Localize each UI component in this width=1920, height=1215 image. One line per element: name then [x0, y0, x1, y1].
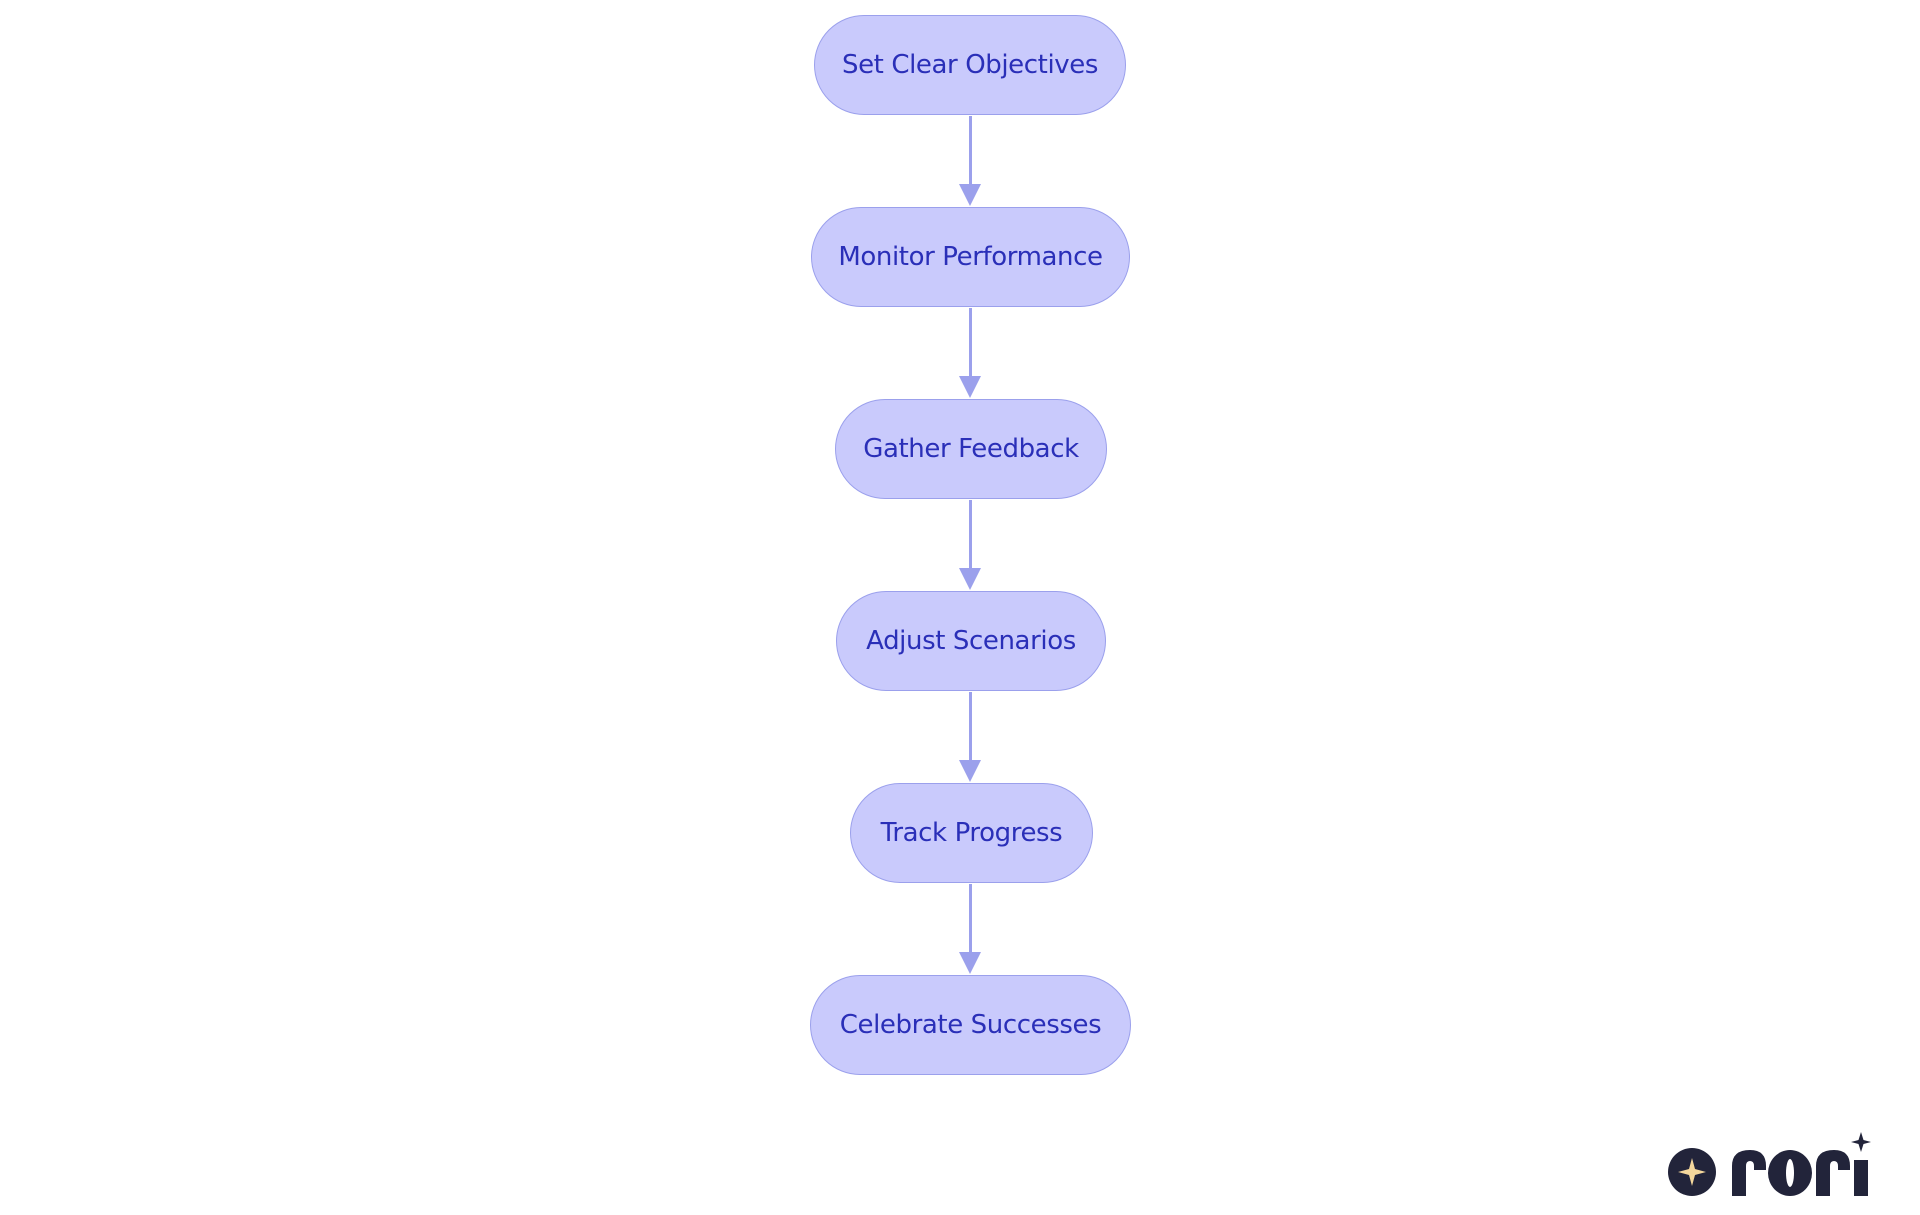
rori-logo: [1668, 1132, 1871, 1196]
arrow-head-icon: [959, 760, 981, 782]
arrow-head-icon: [959, 376, 981, 398]
node-label: Track Progress: [880, 818, 1063, 848]
flow-node-track-progress: Track Progress: [850, 783, 1093, 883]
node-label: Set Clear Objectives: [841, 50, 1099, 80]
node-label: Monitor Performance: [838, 242, 1103, 272]
node-label: Celebrate Successes: [839, 1010, 1102, 1040]
flow-node-set-clear-objectives: Set Clear Objectives: [814, 15, 1126, 115]
flow-arrow-line: [969, 116, 972, 184]
arrow-head-icon: [959, 568, 981, 590]
flow-arrow-line: [969, 500, 972, 568]
sparkle-icon: [1851, 1132, 1871, 1152]
sparkle-icon: [1678, 1158, 1706, 1186]
flow-node-gather-feedback: Gather Feedback: [835, 399, 1107, 499]
arrow-head-icon: [959, 184, 981, 206]
flow-node-celebrate-successes: Celebrate Successes: [810, 975, 1131, 1075]
flow-node-monitor-performance: Monitor Performance: [811, 207, 1130, 307]
flow-arrow-line: [969, 884, 972, 952]
flow-arrow-line: [969, 308, 972, 376]
flow-node-adjust-scenarios: Adjust Scenarios: [836, 591, 1106, 691]
node-label: Gather Feedback: [863, 434, 1079, 464]
logo-letter: [1732, 1150, 1766, 1196]
flow-arrow-line: [969, 692, 972, 760]
logo-letter: [1816, 1150, 1850, 1196]
arrow-head-icon: [959, 952, 981, 974]
node-label: Adjust Scenarios: [866, 626, 1076, 656]
logo-letter: [1854, 1160, 1868, 1196]
